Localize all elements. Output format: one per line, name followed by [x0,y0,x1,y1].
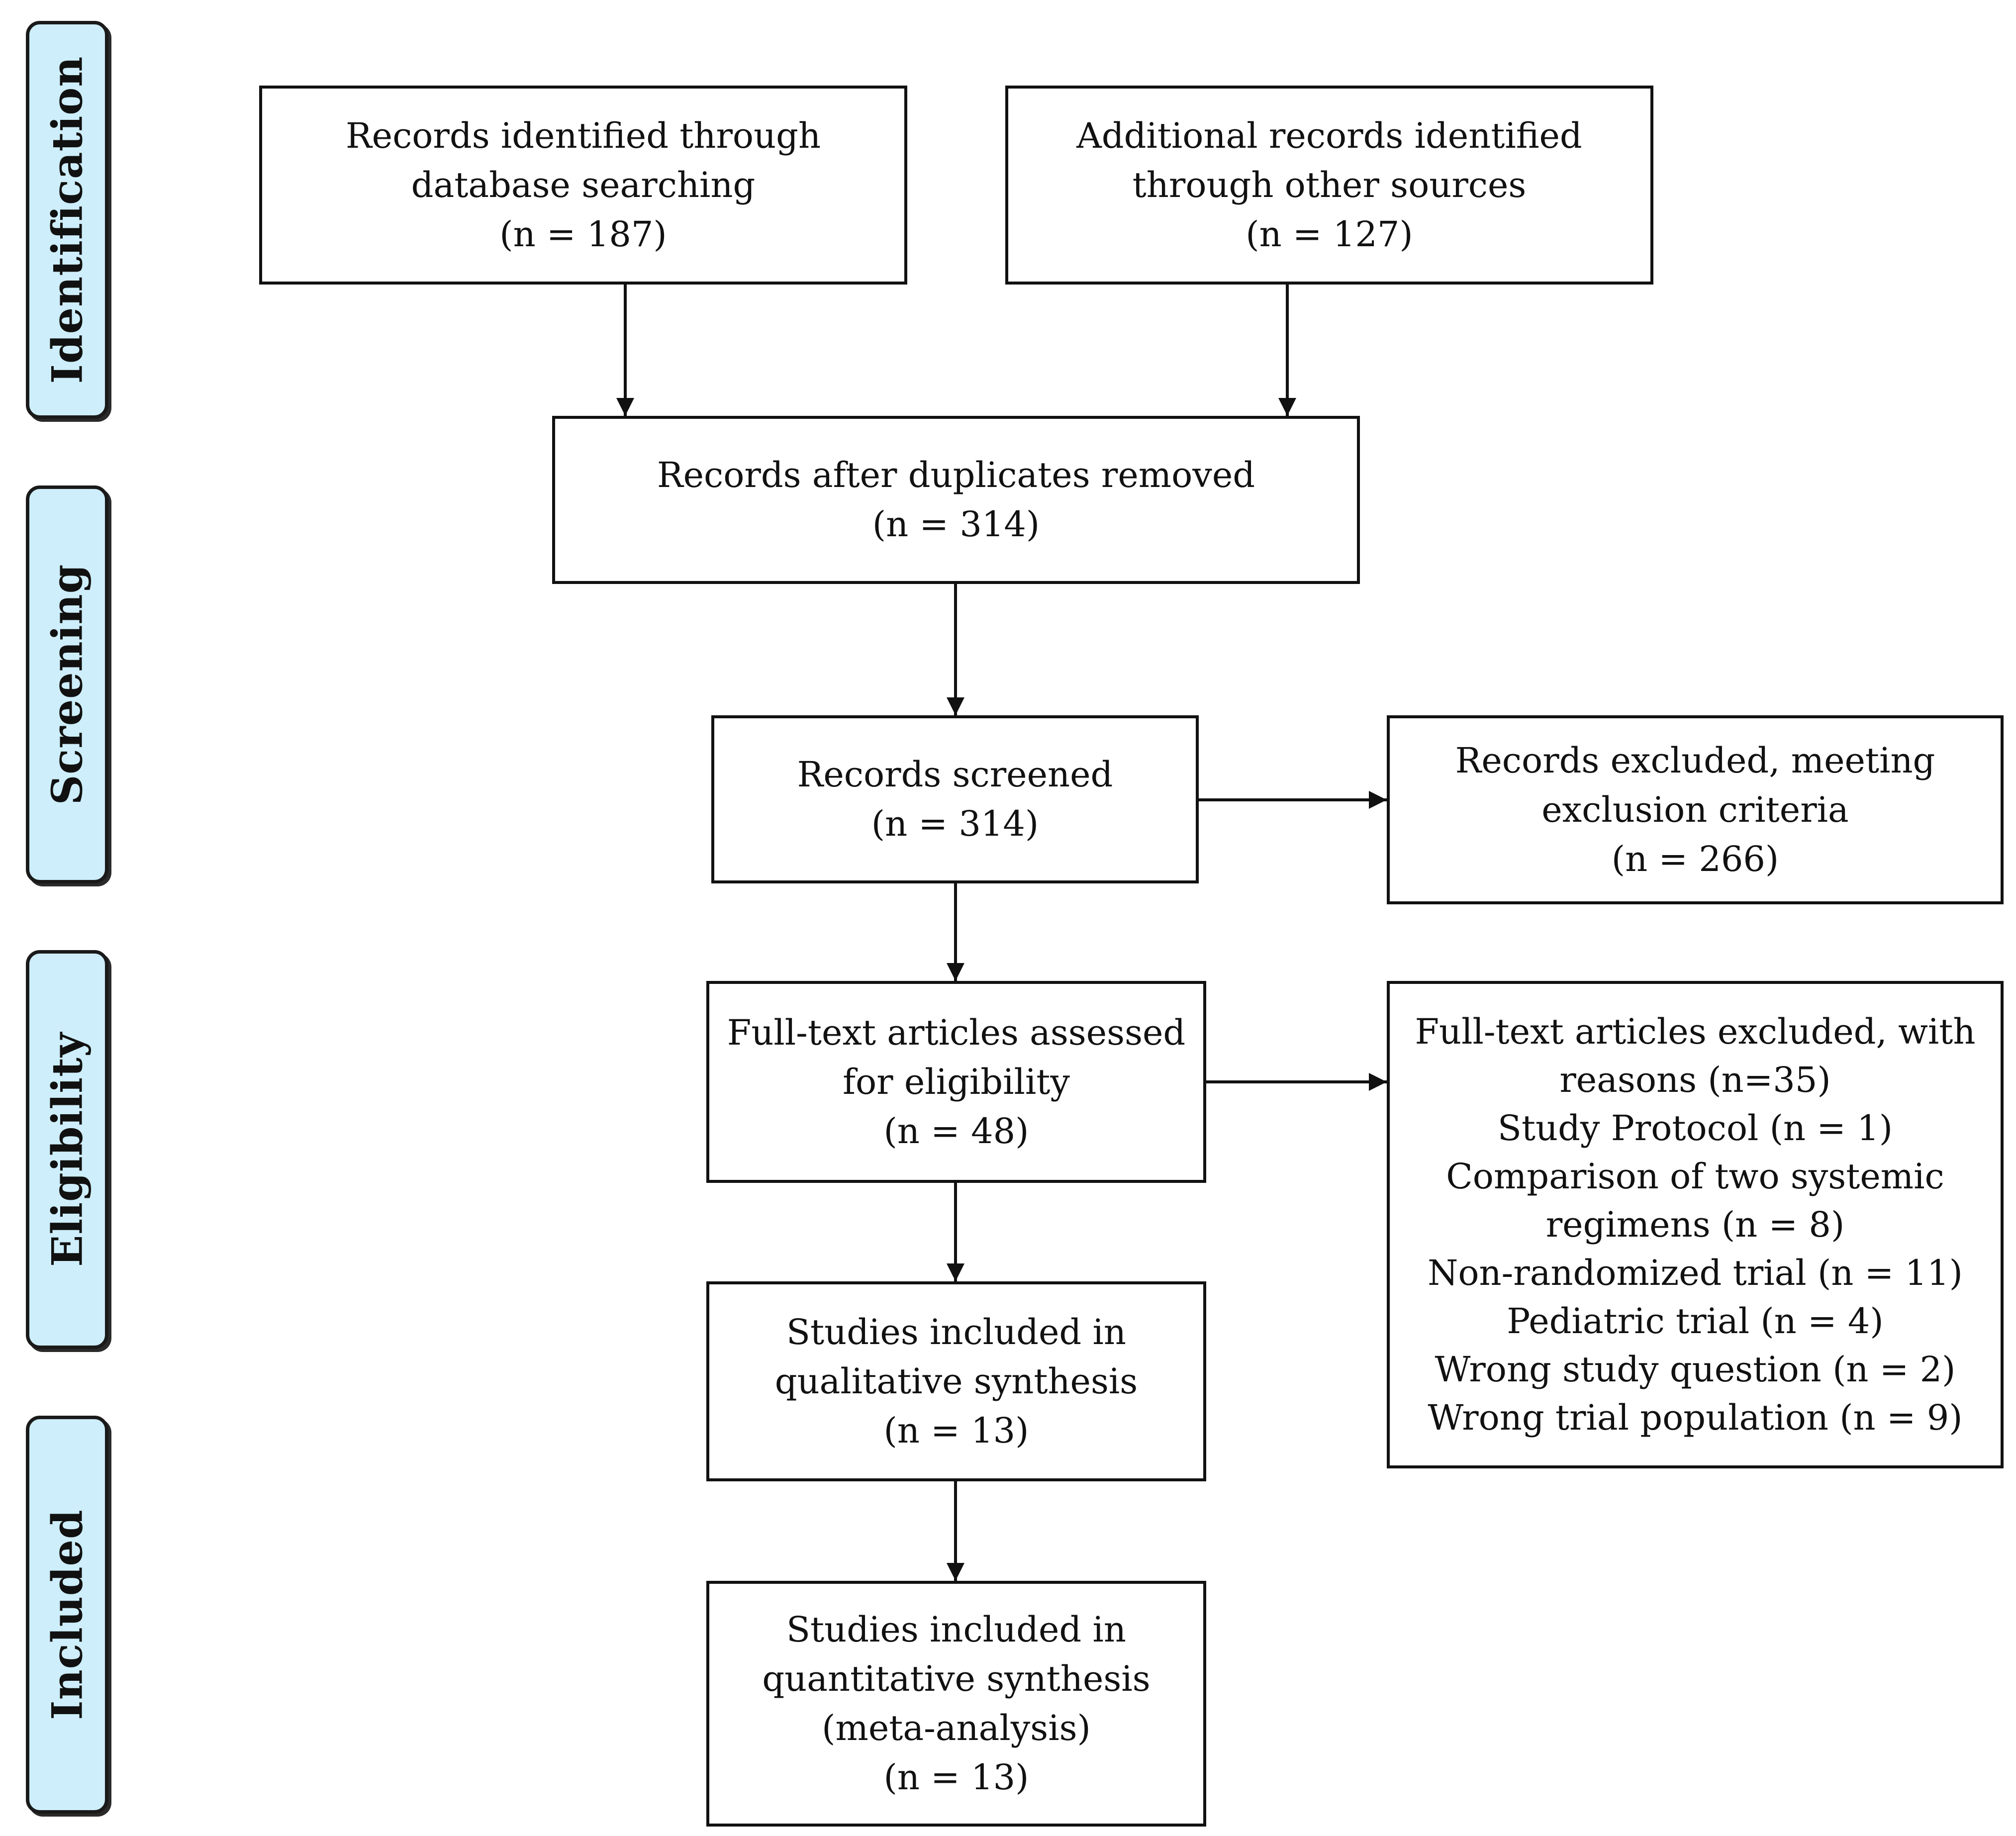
box-count: (n = 13) [883,1410,1029,1451]
box-text: Studies included in [786,1609,1126,1650]
box-count: (n = 48) [883,1110,1029,1152]
box-text: database searching [411,164,756,205]
exclusion-reason: Comparison of two systemic [1446,1156,1944,1197]
box-count: (n = 13) [883,1757,1029,1798]
box-text: through other sources [1132,164,1527,205]
phase-eligibility: Eligibility [26,950,108,1349]
box-count: (n = 127) [1246,213,1413,255]
box-duplicates-removed: Records after duplicates removed (n = 31… [552,416,1360,584]
box-count: (n = 314) [872,504,1040,545]
box-text: quantitative synthesis [762,1658,1151,1699]
box-fulltext-excluded: Full-text articles excluded, with reason… [1387,981,2004,1468]
box-text: reasons (n=35) [1559,1059,1831,1100]
box-records-excluded: Records excluded, meeting exclusion crit… [1387,715,2004,904]
phase-screening: Screening [26,485,108,883]
box-count: (n = 187) [499,213,667,255]
box-qualitative-synthesis: Studies included in qualitative synthesi… [706,1281,1206,1481]
box-text: Records identified through [345,115,821,156]
box-text: Full-text articles assessed [727,1012,1186,1053]
box-text: qualitative synthesis [774,1360,1138,1402]
box-text: Records after duplicates removed [657,455,1255,495]
box-text: exclusion criteria [1541,789,1849,830]
box-text: Additional records identified [1076,115,1582,156]
box-count: (n = 314) [871,803,1039,844]
box-count: (n = 266) [1611,838,1779,879]
exclusion-reason: Wrong study question (n = 2) [1435,1349,1956,1390]
box-quantitative-synthesis: Studies included in quantitative synthes… [706,1581,1206,1827]
exclusion-reason: Non-randomized trial (n = 11) [1428,1252,1963,1293]
box-other-sources: Additional records identified through ot… [1005,86,1653,285]
exclusion-reason: regimens (n = 8) [1545,1204,1845,1245]
exclusion-reason: Wrong trial population (n = 9) [1428,1397,1963,1438]
box-text: (meta-analysis) [822,1708,1091,1748]
box-database-search: Records identified through database sear… [259,86,907,285]
box-text: Studies included in [786,1311,1126,1353]
phase-included: Included [26,1416,108,1814]
box-text: Records excluded, meeting [1455,740,1935,781]
box-text: for eligibility [843,1061,1070,1102]
phase-identification: Identification [26,21,108,419]
box-text: Records screened [797,754,1113,795]
box-text: Full-text articles excluded, with [1415,1011,1976,1052]
box-fulltext-assessed: Full-text articles assessed for eligibil… [706,981,1206,1183]
exclusion-reason: Study Protocol (n = 1) [1497,1107,1893,1149]
box-records-screened: Records screened (n = 314) [711,715,1199,883]
exclusion-reason: Pediatric trial (n = 4) [1507,1300,1884,1342]
